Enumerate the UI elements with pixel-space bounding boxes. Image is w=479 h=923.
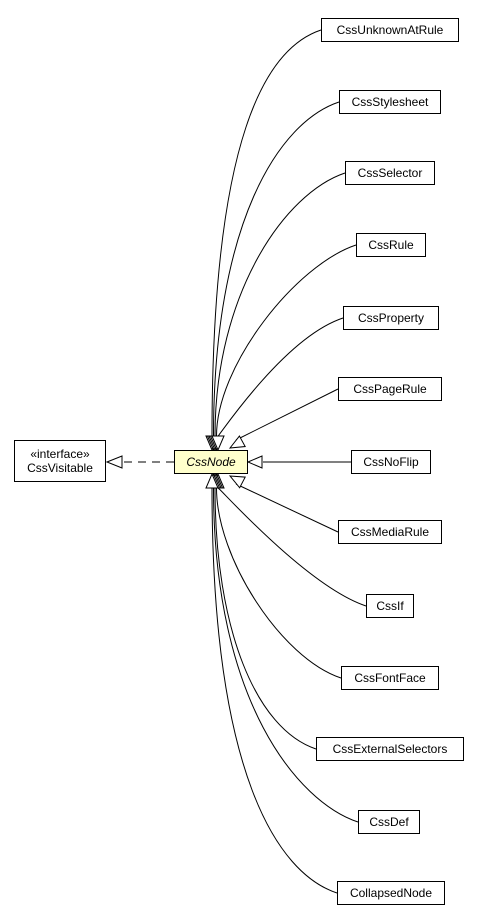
class-label: CssIf <box>376 599 404 613</box>
class-label: CssSelector <box>357 166 423 180</box>
class-label: CssRule <box>368 238 414 252</box>
focus-class-name: CssNode <box>186 455 236 469</box>
class-cssnoflip[interactable]: CssNoFlip <box>351 450 431 474</box>
class-label: CssStylesheet <box>351 95 429 109</box>
generalization-edge <box>213 101 340 437</box>
class-cssnode[interactable]: CssNode <box>174 450 248 474</box>
generalization-edge <box>235 483 339 533</box>
class-label: CssDef <box>369 815 409 829</box>
class-label: CssFontFace <box>354 671 426 685</box>
generalization-edge <box>211 29 322 437</box>
class-cssrule[interactable]: CssRule <box>356 233 426 257</box>
generalization-edge <box>214 172 346 437</box>
class-label: CssPageRule <box>353 382 427 396</box>
generalization-edge <box>214 487 317 750</box>
class-label: CssProperty <box>357 311 425 325</box>
class-cssfontface[interactable]: CssFontFace <box>341 666 439 690</box>
class-cssselector[interactable]: CssSelector <box>345 161 435 185</box>
generalization-edge <box>216 244 357 437</box>
class-label: CssUnknownAtRule <box>336 23 444 37</box>
class-collapsednode[interactable]: CollapsedNode <box>337 881 445 905</box>
generalization-arrowhead <box>211 435 225 452</box>
generalization-edge <box>235 388 339 441</box>
interface-stereotype: «interface» <box>30 447 90 461</box>
generalization-edge <box>216 487 342 679</box>
class-label: CollapsedNode <box>349 886 433 900</box>
generalization-edge <box>213 487 359 823</box>
generalization-edge <box>217 317 344 437</box>
realization-arrowhead <box>105 455 123 469</box>
class-label: CssNoFlip <box>363 455 419 469</box>
class-cssexternalselectors[interactable]: CssExternalSelectors <box>316 737 464 761</box>
interface-name: CssVisitable <box>27 461 93 475</box>
generalization-arrowhead <box>228 475 246 489</box>
class-cssproperty[interactable]: CssProperty <box>343 306 439 330</box>
class-label: CssMediaRule <box>350 525 430 539</box>
generalization-arrowhead <box>228 435 246 449</box>
generalization-edge <box>217 487 367 607</box>
class-cssunknownatrule[interactable]: CssUnknownAtRule <box>321 18 459 42</box>
interface-cssvisitable[interactable]: «interface» CssVisitable <box>14 440 106 482</box>
class-label: CssExternalSelectors <box>332 742 448 756</box>
generalization-arrowhead <box>246 455 263 469</box>
class-csspagerule[interactable]: CssPageRule <box>338 377 442 401</box>
class-cssif[interactable]: CssIf <box>366 594 414 618</box>
class-cssmediarule[interactable]: CssMediaRule <box>338 520 442 544</box>
class-cssstylesheet[interactable]: CssStylesheet <box>339 90 441 114</box>
generalization-arrowhead <box>205 472 219 489</box>
generalization-edge <box>211 487 338 894</box>
class-cssdef[interactable]: CssDef <box>358 810 420 834</box>
